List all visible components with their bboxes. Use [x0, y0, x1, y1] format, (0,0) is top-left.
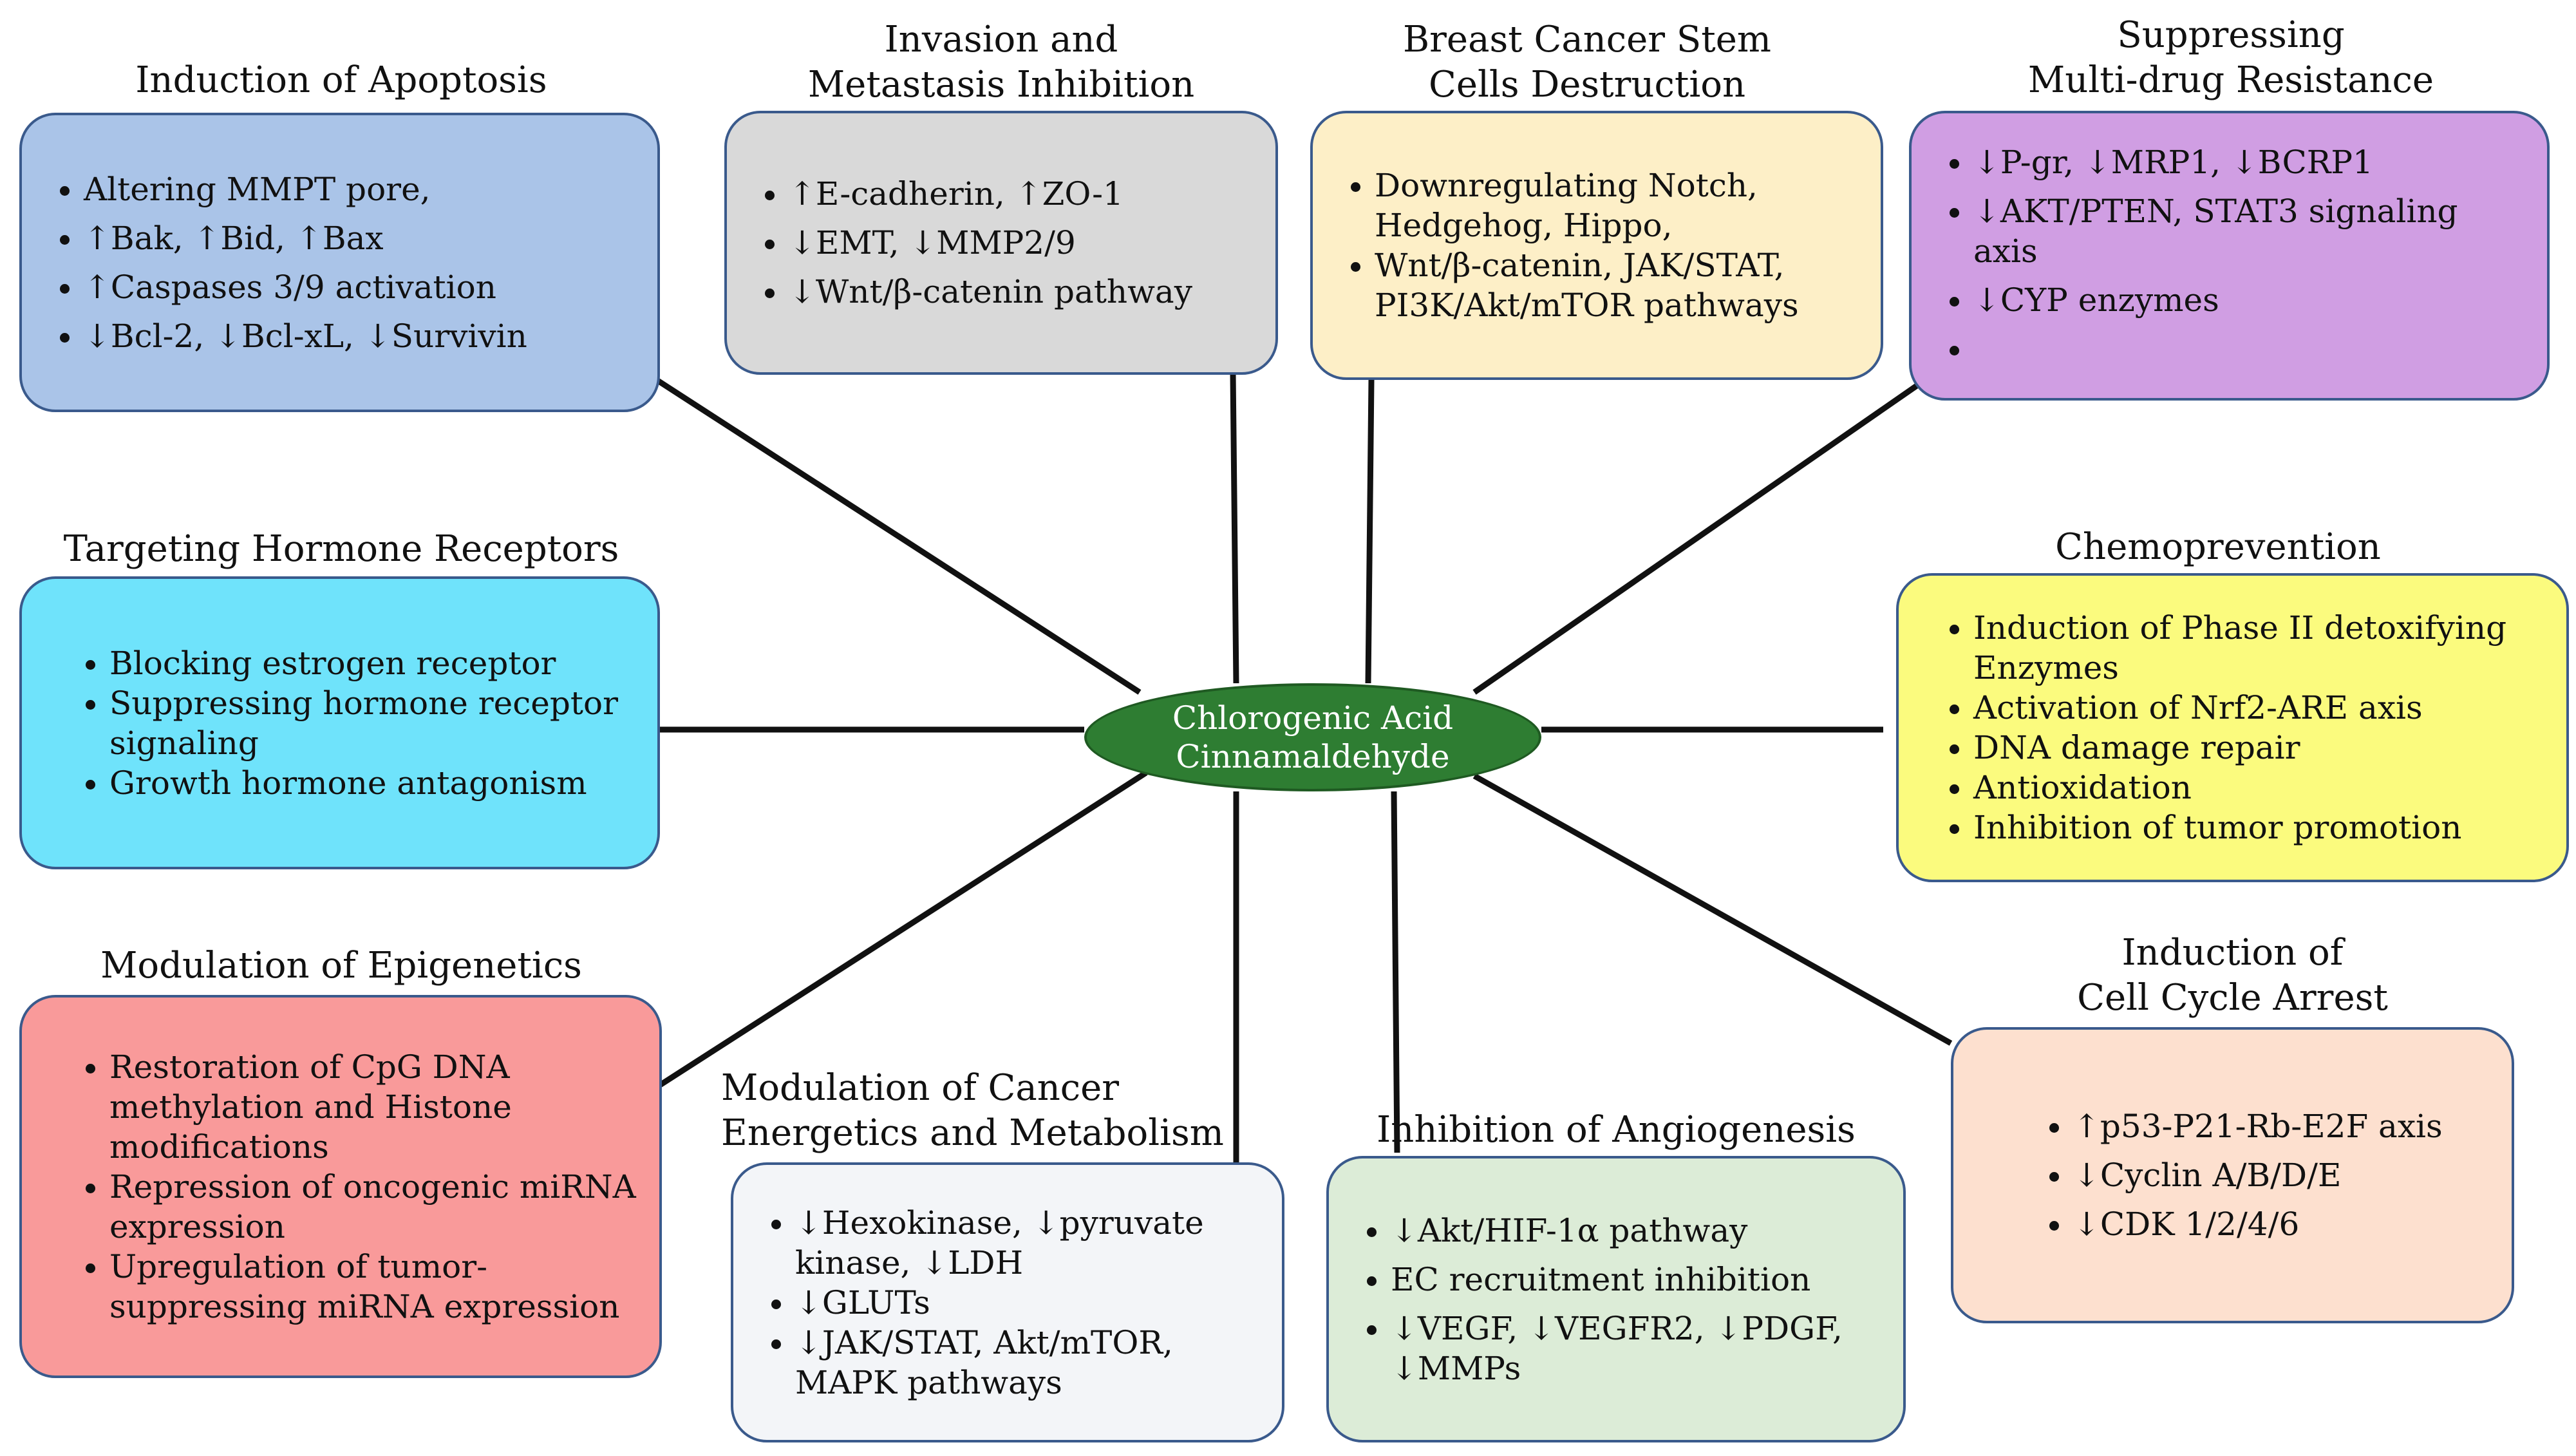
list-item: Antioxidation [1973, 768, 2543, 808]
node-box-cell-cycle: ↑p53-P21-Rb-E2F axis ↓Cyclin A/B/D/E ↓CD… [1951, 1027, 2514, 1323]
node-title-metabolism: Modulation of Cancer Energetics and Meta… [721, 1067, 1224, 1154]
list-item: Altering MMPT pore, [84, 169, 634, 209]
list-item: ↓Bcl-2, ↓Bcl-xL, ↓Survivin [84, 316, 634, 356]
list-item: Upregulation of tumor-suppressing miRNA … [109, 1247, 636, 1327]
node-title-chemoprevention: Chemoprevention [2055, 526, 2381, 568]
list-item: ↓Akt/HIF-1α pathway [1391, 1211, 1880, 1251]
list-item: ↓AKT/PTEN, STAT3 signaling axis [1973, 191, 2524, 271]
list-item: ↓Cyclin A/B/D/E [2073, 1155, 2488, 1195]
list-item [1973, 329, 2524, 369]
node-box-mdr: ↓P-gr, ↓MRP1, ↓BCRP1 ↓AKT/PTEN, STAT3 si… [1909, 111, 2550, 401]
connector-invasion [1230, 373, 1239, 684]
connector-stem-cells [1365, 379, 1375, 684]
list-item: DNA damage repair [1973, 728, 2543, 768]
list-item: EC recruitment inhibition [1391, 1260, 1880, 1300]
center-label-line2: Cinnamaldehyde [1176, 738, 1450, 775]
list-item: Induction of Phase II detoxifying Enzyme… [1973, 608, 2543, 688]
node-box-hormone: Blocking estrogen receptor Suppressing h… [19, 576, 660, 869]
list-item: Inhibition of tumor promotion [1973, 808, 2543, 847]
node-box-angiogenesis: ↓Akt/HIF-1α pathway EC recruitment inhib… [1326, 1156, 1906, 1442]
node-title-epigenetics: Modulation of Epigenetics [100, 945, 582, 987]
node-title-apoptosis: Induction of Apoptosis [135, 59, 547, 101]
list-item: ↑E-cadherin, ↑ZO-1 [789, 174, 1252, 214]
list-item: ↓Hexokinase, ↓pyruvate kinase, ↓LDH [795, 1203, 1259, 1283]
node-box-metabolism: ↓Hexokinase, ↓pyruvate kinase, ↓LDH ↓GLU… [731, 1162, 1284, 1442]
list-item: ↓P-gr, ↓MRP1, ↓BCRP1 [1973, 142, 2524, 182]
list-item: ↓CYP enzymes [1973, 280, 2524, 320]
node-title-cell-cycle: Induction of Cell Cycle Arrest [2077, 932, 2388, 1019]
list-item: Activation of Nrf2-ARE axis [1973, 688, 2543, 728]
list-item: ↑Caspases 3/9 activation [84, 267, 634, 307]
node-title-angiogenesis: Inhibition of Angiogenesis [1377, 1109, 1856, 1151]
list-item: Growth hormone antagonism [109, 763, 634, 803]
connector-apoptosis [655, 377, 1142, 695]
list-item: Blocking estrogen receptor [109, 643, 634, 683]
node-title-hormone: Targeting Hormone Receptors [63, 528, 619, 570]
list-item: ↓Wnt/β-catenin pathway [789, 272, 1252, 312]
list-item: ↓JAK/STAT, Akt/mTOR, MAPK pathways [795, 1323, 1259, 1403]
node-box-invasion: ↑E-cadherin, ↑ZO-1 ↓EMT, ↓MMP2/9 ↓Wnt/β-… [724, 111, 1278, 375]
list-item: ↓GLUTs [795, 1283, 1259, 1323]
node-title-invasion: Invasion and Metastasis Inhibition [807, 19, 1195, 106]
node-title-mdr: Suppressing Multi-drug Resistance [2027, 14, 2434, 101]
list-item: Downregulating Notch, Hedgehog, Hippo, [1375, 165, 1857, 245]
list-item: Wnt/β-catenin, JAK/STAT, PI3K/Akt/mTOR p… [1375, 245, 1857, 325]
node-box-apoptosis: Altering MMPT pore, ↑Bak, ↑Bid, ↑Bax ↑Ca… [19, 113, 660, 412]
connector-angiogenesis [1391, 791, 1400, 1153]
list-item: Suppressing hormone receptor signaling [109, 683, 634, 763]
connector-epigenetics [658, 770, 1148, 1088]
node-box-chemoprevention: Induction of Phase II detoxifying Enzyme… [1896, 573, 2569, 882]
center-node: Chlorogenic Acid Cinnamaldehyde [1084, 683, 1541, 791]
list-item: ↓CDK 1/2/4/6 [2073, 1204, 2488, 1244]
connector-cell-cycle [1472, 773, 1953, 1046]
list-item: Repression of oncogenic miRNA expression [109, 1167, 636, 1247]
list-item: ↓EMT, ↓MMP2/9 [789, 223, 1252, 263]
list-item: ↓VEGF, ↓VEGFR2, ↓PDGF, ↓MMPs [1391, 1309, 1880, 1388]
list-item: Restoration of CpG DNA methylation and H… [109, 1047, 636, 1167]
connector-mdr [1472, 377, 1927, 695]
list-item: ↑Bak, ↑Bid, ↑Bax [84, 218, 634, 258]
node-box-stem-cells: Downregulating Notch, Hedgehog, Hippo, W… [1310, 111, 1883, 380]
node-box-epigenetics: Restoration of CpG DNA methylation and H… [19, 995, 662, 1378]
list-item: ↑p53-P21-Rb-E2F axis [2073, 1106, 2488, 1146]
node-title-stem-cells: Breast Cancer Stem Cells Destruction [1403, 19, 1771, 106]
center-label-line1: Chlorogenic Acid [1172, 699, 1454, 737]
